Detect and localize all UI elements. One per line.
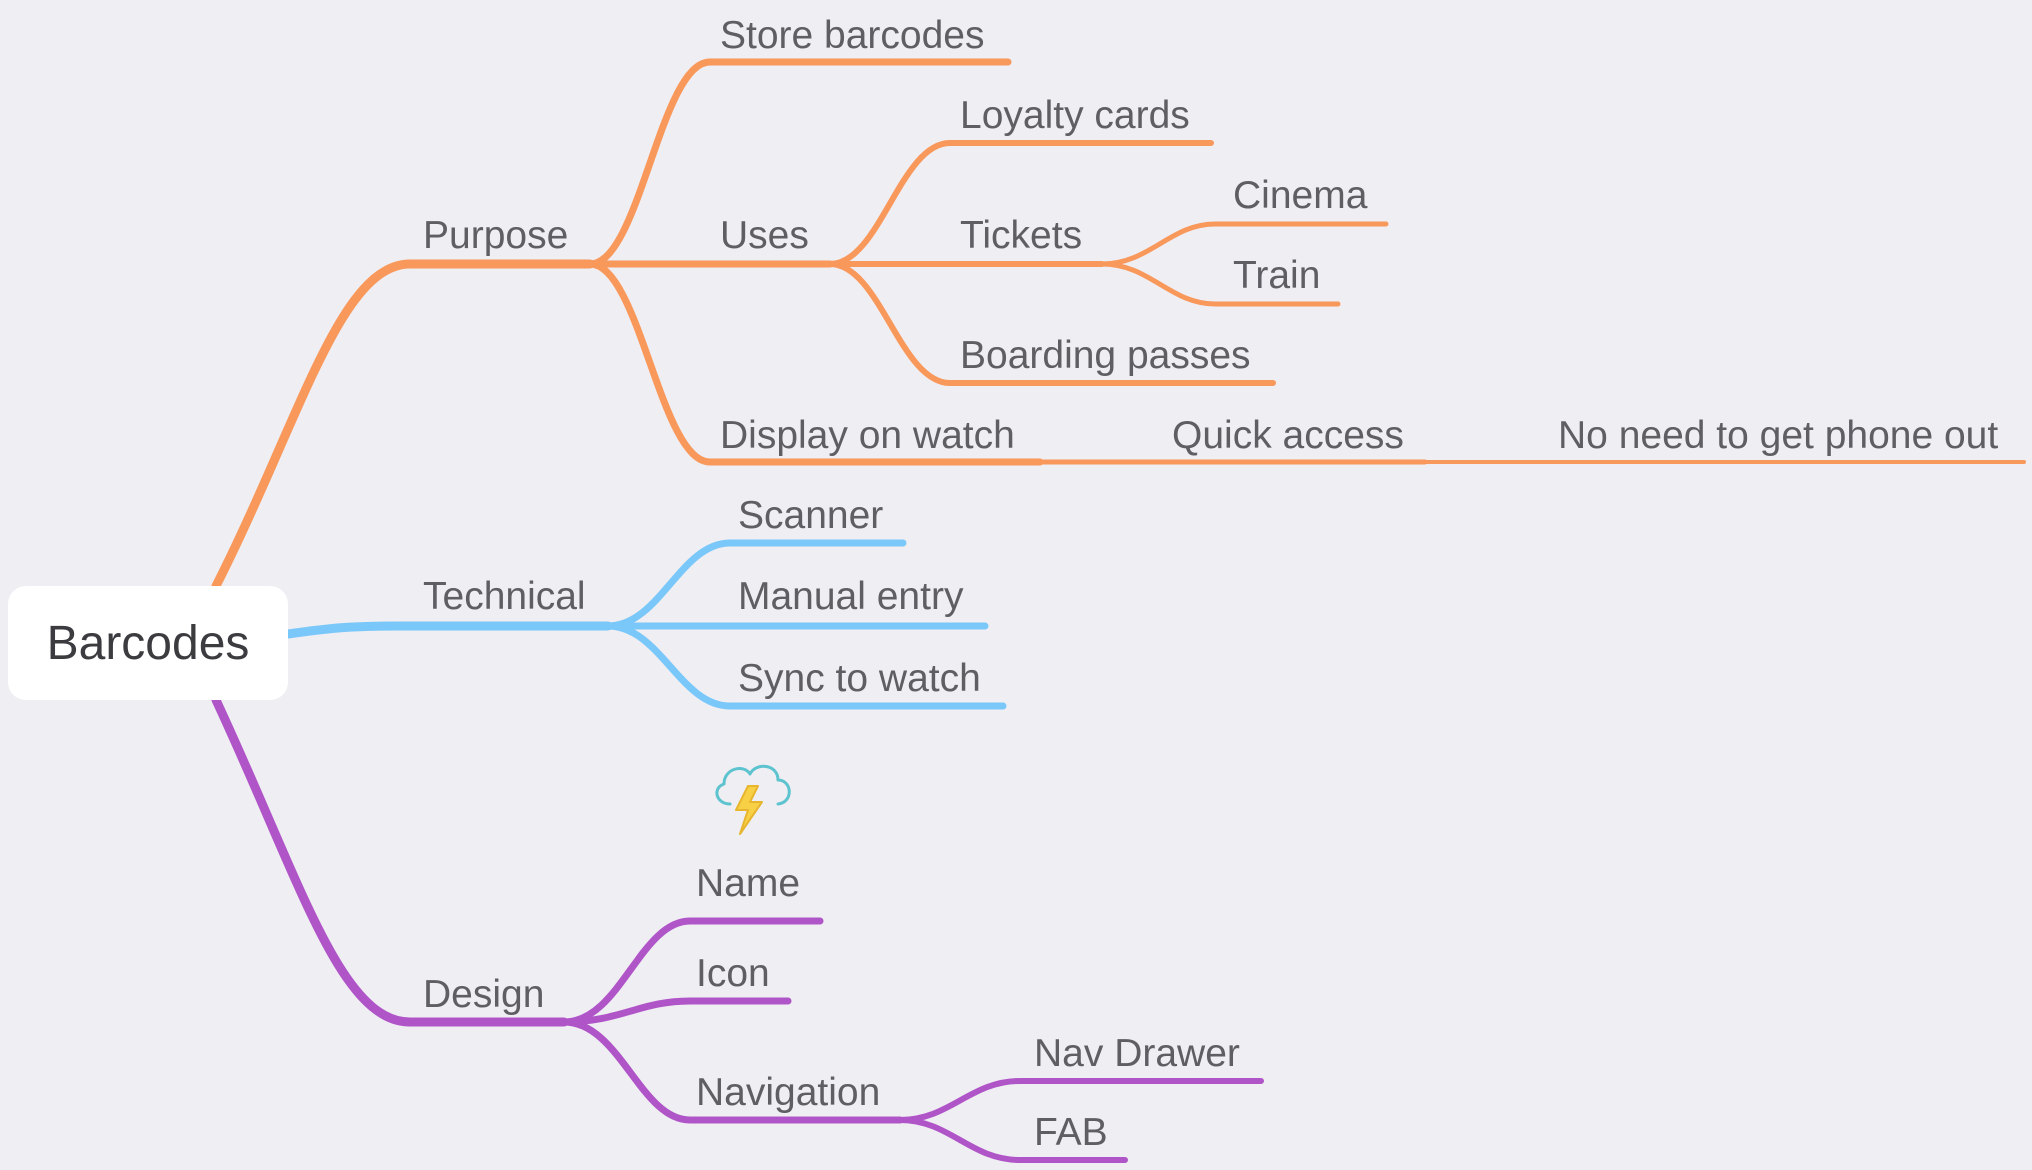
purpose-connectors (211, 58, 2026, 591)
node-quick-access[interactable]: Quick access (1172, 414, 1404, 457)
node-navigation[interactable]: Navigation (696, 1071, 881, 1114)
connector-navigation-nav-drawer (897, 1078, 1264, 1123)
connector-design-navigation (560, 1018, 904, 1124)
connector-technical-sync-to-watch (604, 622, 1007, 710)
node-fab[interactable]: FAB (1034, 1111, 1108, 1154)
connector-root-design (211, 695, 569, 1027)
connector-root-purpose (211, 259, 595, 591)
connector-purpose-store-barcodes (586, 58, 1012, 268)
node-sync-to-watch[interactable]: Sync to watch (738, 657, 981, 700)
root-node[interactable]: Barcodes (8, 586, 288, 700)
connector-purpose-display-on-watch (586, 260, 1044, 466)
node-display-on-watch[interactable]: Display on watch (720, 414, 1015, 457)
connector-technical-scanner (604, 539, 907, 630)
node-loyalty-cards[interactable]: Loyalty cards (960, 94, 1190, 137)
connector-navigation-fab (897, 1117, 1128, 1163)
node-cinema[interactable]: Cinema (1233, 174, 1368, 217)
connector-root-technical (283, 621, 613, 639)
node-manual-entry[interactable]: Manual entry (738, 575, 964, 618)
root-label: Barcodes (46, 616, 250, 670)
technical-connectors (283, 539, 1007, 710)
thunderstorm-icon (700, 752, 800, 842)
connector-design-name (560, 917, 824, 1026)
node-icon[interactable]: Icon (696, 952, 770, 995)
design-connectors (211, 695, 1264, 1163)
node-scanner[interactable]: Scanner (738, 494, 884, 537)
node-train[interactable]: Train (1233, 254, 1321, 297)
node-no-need-to-get-phone-out[interactable]: No need to get phone out (1558, 414, 1999, 457)
node-design[interactable]: Design (423, 973, 545, 1016)
connector-tickets-cinema (1099, 221, 1389, 267)
connector-tickets-train (1099, 261, 1341, 307)
node-nav-drawer[interactable]: Nav Drawer (1034, 1032, 1240, 1075)
node-uses[interactable]: Uses (720, 214, 809, 257)
node-boarding-passes[interactable]: Boarding passes (960, 334, 1251, 377)
node-technical[interactable]: Technical (423, 575, 586, 618)
connector-uses-boarding-passes (827, 261, 1276, 386)
node-store-barcodes[interactable]: Store barcodes (720, 14, 985, 57)
connector-uses-loyalty-cards (827, 140, 1214, 267)
connector-design-icon (560, 997, 792, 1026)
thunderstorm-icon-graphic (715, 764, 791, 835)
node-name[interactable]: Name (696, 862, 801, 905)
node-purpose[interactable]: Purpose (423, 214, 569, 257)
node-tickets[interactable]: Tickets (960, 214, 1083, 257)
